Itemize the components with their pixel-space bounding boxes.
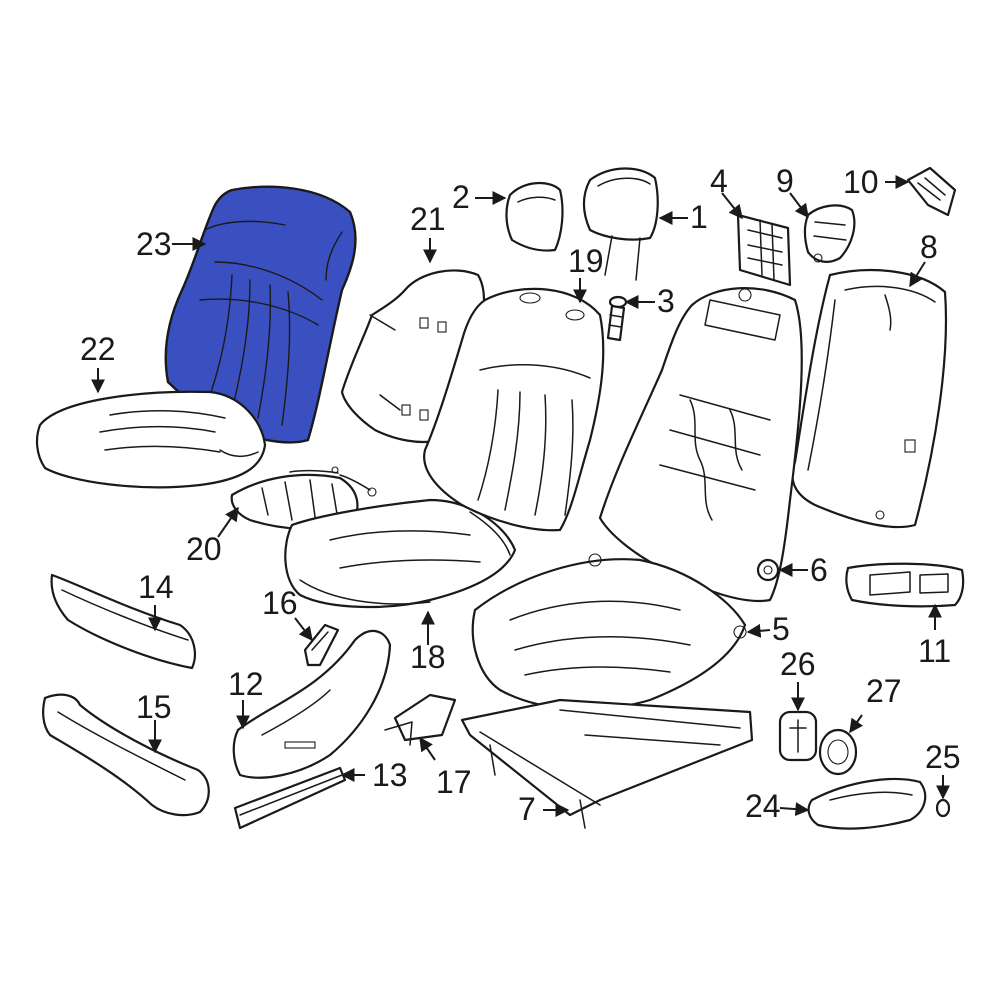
callout-27: 27 [866,673,902,709]
callout-24: 24 [745,788,781,824]
callout-6: 6 [810,552,828,588]
part-5-seat-frame[interactable] [471,553,747,711]
part-14-side-trim[interactable] [50,573,196,670]
callout-3: 3 [657,283,675,319]
callout-1: 1 [690,199,708,235]
callout-2: 2 [452,179,470,215]
part-15-lower-trim[interactable] [42,693,210,817]
callout-18: 18 [410,639,446,675]
callout-labels: 23 22 20 18 21 19 2 1 3 4 9 10 8 6 5 11 … [80,163,961,827]
part-9-motor[interactable] [803,204,856,263]
part-2-headrest-cover[interactable] [505,182,564,252]
part-26-knob[interactable] [778,710,818,762]
part-8-back-panel[interactable] [791,268,948,529]
part-10-trim-clip[interactable] [906,166,957,217]
callout-11: 11 [918,633,951,669]
part-12-side-shield[interactable] [232,629,392,779]
callout-17: 17 [436,764,472,800]
part-24-armrest[interactable] [807,777,927,830]
callout-15: 15 [136,689,172,725]
part-19-backrest-foam[interactable] [423,287,605,532]
part-17-bracket-cover[interactable] [384,693,457,746]
callout-21: 21 [410,201,446,237]
callout-16: 16 [262,585,298,621]
callout-26: 26 [780,646,816,682]
part-3-clip[interactable] [606,295,628,342]
callout-10: 10 [843,164,879,200]
part-7-seat-track[interactable] [460,698,754,829]
leader-arrows [91,175,950,817]
callout-8: 8 [920,229,938,265]
part-6-backrest-frame[interactable] [598,286,803,602]
callout-5: 5 [772,611,790,647]
callout-22: 22 [80,331,116,367]
part-22-seat-cushion-cover[interactable] [35,390,267,489]
callout-19: 19 [568,243,604,279]
callout-12: 12 [228,666,264,702]
callout-4: 4 [710,163,728,199]
part-16-small-cover[interactable] [303,623,340,667]
part-11-switch[interactable] [845,562,965,608]
part-1-headrest[interactable] [582,167,659,281]
part-25-o-ring[interactable] [935,798,951,818]
part-4-lumbar-support[interactable] [736,213,792,287]
part-18-seat-cushion-foam[interactable] [284,498,517,609]
callout-14: 14 [138,569,174,605]
part-27-cap[interactable] [818,728,858,776]
callout-23: 23 [136,226,172,262]
callout-25: 25 [925,739,961,775]
callout-9: 9 [776,163,794,199]
callout-13: 13 [372,757,408,793]
callout-20: 20 [186,531,222,567]
callout-7: 7 [518,791,536,827]
